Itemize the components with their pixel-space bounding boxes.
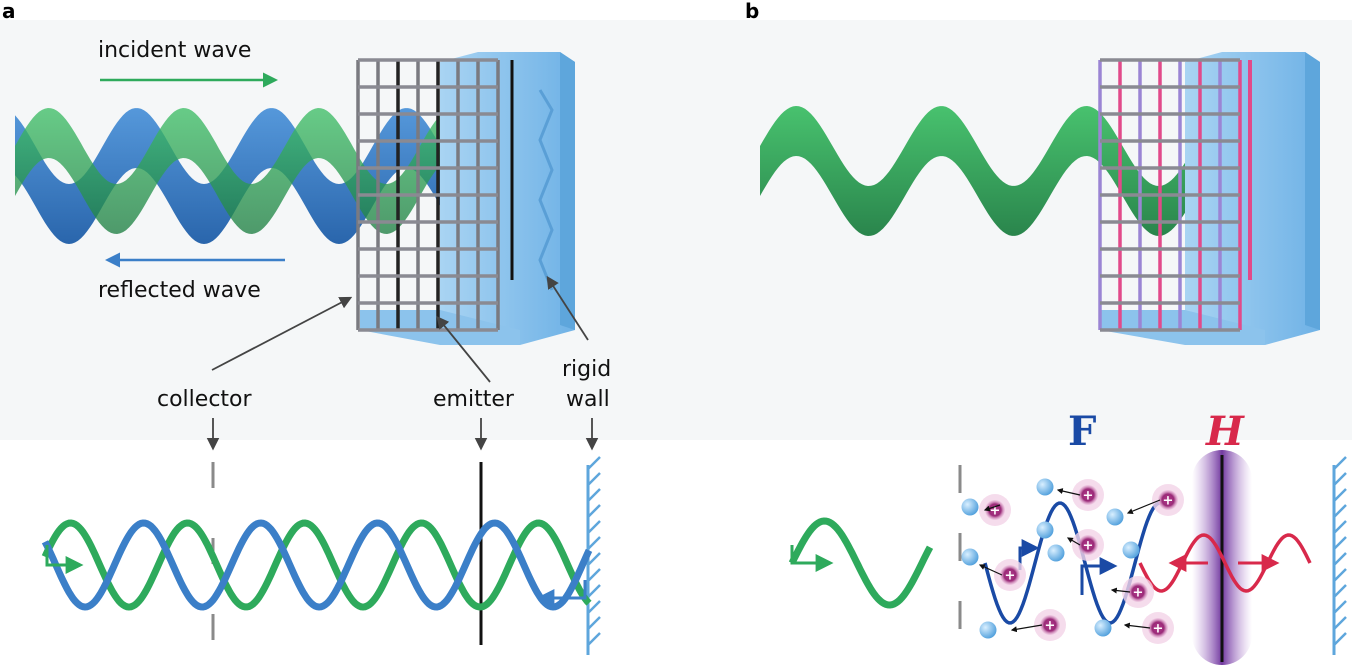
ion-icon <box>1148 618 1168 638</box>
hatch-mark <box>587 616 601 630</box>
electron-icon <box>1036 521 1054 539</box>
drift-arrow-icon <box>978 564 1003 576</box>
reflected-wave-label: reflected wave <box>98 278 261 303</box>
drift-arrow-icon <box>1010 624 1043 633</box>
emitter-pointer: emitter <box>433 316 515 451</box>
electron-icon <box>961 548 979 566</box>
hatched-wall-b <box>1332 456 1347 655</box>
hatch-mark <box>1333 536 1347 550</box>
hatch-mark <box>587 584 601 598</box>
electron-icon <box>979 621 997 639</box>
hatch-mark <box>1333 568 1347 582</box>
hatch-mark <box>1333 488 1347 502</box>
hatch-mark <box>587 536 601 550</box>
pointer-arrow-icon <box>546 275 589 341</box>
rigid-wall-pointer: rigid wall <box>546 275 611 451</box>
hatch-mark <box>1333 552 1347 566</box>
collector-emitter-grid-b <box>1098 58 1252 332</box>
reflected-wave-label-group: reflected wave <box>98 252 285 303</box>
hatch-mark <box>587 632 601 646</box>
electron-icon <box>1106 508 1124 526</box>
ion-sign: + <box>1083 539 1094 554</box>
hatch-mark <box>1333 584 1347 598</box>
ion-sign: + <box>1133 586 1144 601</box>
ion-sign: + <box>1005 569 1016 584</box>
ion-icon <box>1040 615 1060 635</box>
hatch-mark <box>587 520 601 534</box>
reflected-arrow-icon <box>536 580 587 607</box>
field-symbol: H <box>1205 408 1245 455</box>
panel-a-3d-waves <box>15 108 459 244</box>
incident-wave-curve <box>41 519 592 611</box>
incident-wave-curve-b <box>788 517 934 609</box>
wall-label: wall <box>566 387 610 412</box>
ion-sign: + <box>1045 619 1056 634</box>
drift-arrow-icon <box>1056 488 1081 496</box>
panel-a-background <box>0 20 1352 440</box>
incident-arrow-icon-b <box>790 545 834 572</box>
electron-icon <box>961 498 979 516</box>
particles: + + + + + + + + <box>961 478 1184 644</box>
hatch-mark <box>1333 616 1347 630</box>
pointer-arrow-icon <box>436 316 491 383</box>
panel-b-schematic: + + + + + + + + F H <box>788 408 1347 665</box>
incident-ribbon <box>760 106 1210 236</box>
rigid-wall-3d <box>360 52 575 345</box>
panel-a-schematic <box>41 456 601 655</box>
hatch-mark <box>587 568 601 582</box>
hatch-mark <box>1333 520 1347 534</box>
ion-icon <box>1128 582 1148 602</box>
hatch-mark <box>587 488 601 502</box>
incident-wave-label: incident wave <box>98 38 251 63</box>
drift-arrow-icon <box>983 504 1001 512</box>
ion-sign: + <box>1083 489 1094 504</box>
ion-icon <box>1078 535 1098 555</box>
field-wave-curve <box>1138 533 1312 593</box>
ion-sign: + <box>1163 494 1174 509</box>
ion-icon <box>1078 485 1098 505</box>
electron-icon <box>1047 544 1065 562</box>
ion-sign: + <box>990 504 1001 519</box>
hatch-mark <box>1333 456 1347 470</box>
hatch-mark <box>587 472 601 486</box>
hatch-mark <box>1333 472 1347 486</box>
panel-b-3d-waves <box>760 106 1210 236</box>
drift-arrow-icon <box>1123 622 1151 629</box>
hatch-mark <box>1333 632 1347 646</box>
hatch-mark <box>587 456 601 470</box>
incident-ribbon <box>15 108 459 234</box>
panel-a-letter: a <box>2 0 16 23</box>
incident-wave-label-group: incident wave <box>98 38 278 88</box>
electron-icon <box>1094 619 1112 637</box>
rigid-label: rigid <box>562 357 611 382</box>
force-arrow-icon <box>1080 557 1118 595</box>
electron-icon <box>1036 478 1054 496</box>
reflected-wave-curve <box>41 519 593 611</box>
hatch-mark <box>587 600 601 614</box>
force-symbol: F <box>1068 408 1096 455</box>
panel-b-letter: b <box>745 0 759 23</box>
collector-emitter-grid-a <box>356 58 514 332</box>
drift-arrow-icon <box>1066 537 1081 546</box>
hatch-mark <box>587 552 601 566</box>
incident-arrow-icon <box>45 545 84 574</box>
ion-sign: + <box>1153 622 1164 637</box>
hatch-mark <box>587 504 601 518</box>
electron-icon <box>1122 541 1140 559</box>
ion-icon <box>1000 565 1020 585</box>
drift-arrow-icon <box>1126 499 1161 514</box>
collector-label: collector <box>157 387 252 412</box>
emitter-label: emitter <box>433 387 515 412</box>
hatch-mark <box>1333 504 1347 518</box>
ion-icon <box>1158 490 1178 510</box>
hatch-mark <box>1333 600 1347 614</box>
drift-arrow-icon <box>1110 587 1131 594</box>
pointer-arrow-icon <box>211 296 353 371</box>
collector-pointer: collector <box>157 296 353 451</box>
